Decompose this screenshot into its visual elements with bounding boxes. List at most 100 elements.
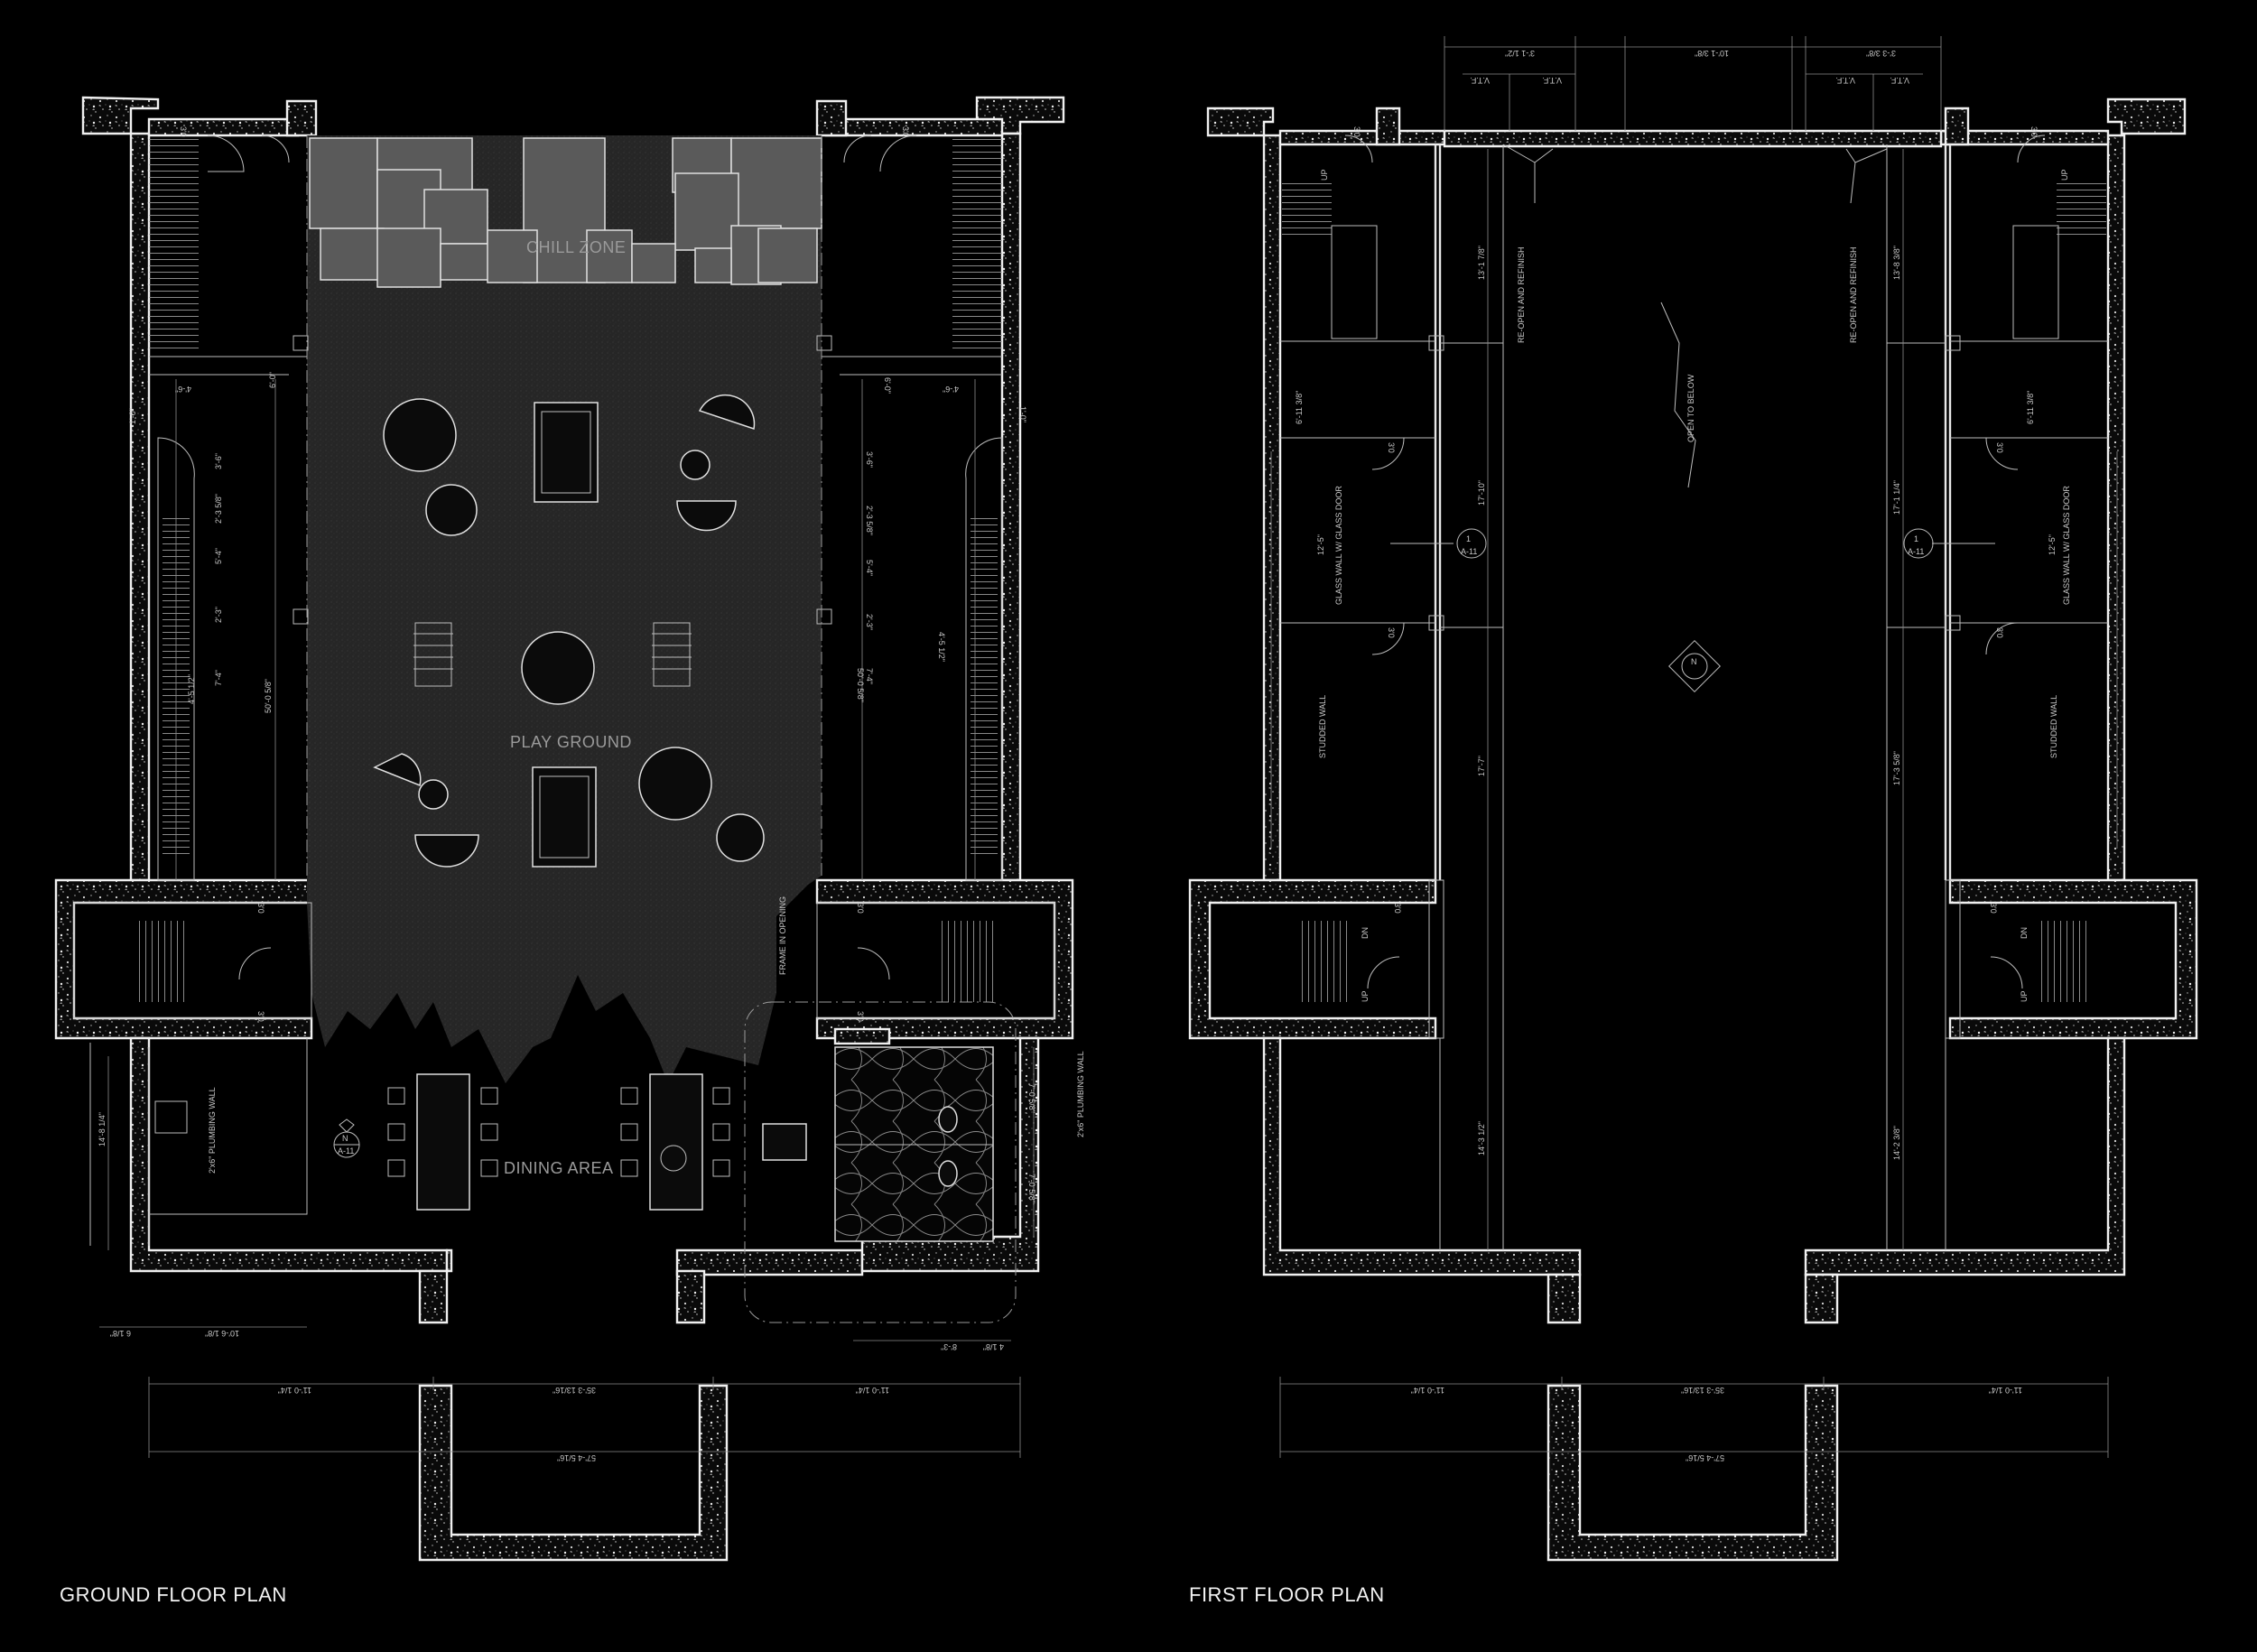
ground-floor-plan-title: GROUND FLOOR PLAN [60,1583,287,1606]
first-dn-right: DN [2020,927,2029,939]
ground-door-label-5: 3'0 [256,1011,265,1022]
ground-side-a: 6'-0" [268,372,277,388]
reopen-right-note: RE-OPEN AND REFINISH [1849,246,1858,343]
first-vtf-left-2: V.T.F. [1542,76,1562,85]
first-north-tag: N [1691,657,1697,666]
ground-right-bath: 8'-3" [941,1342,957,1351]
first-top-center-dim: 10'-1 3/8" [1695,49,1729,58]
ground-section-tag: N A-11 [333,1118,360,1158]
first-door-label-8: 3'0 [1989,903,1998,914]
first-dn-left: DN [1361,927,1370,939]
first-interior-walls [1270,135,2118,1250]
ground-door-label-4: 3'0 [856,903,865,914]
first-door-label-2: 3'0 [2029,126,2039,137]
ground-stair-blocks [73,902,1055,1019]
ground-side-c-right: 3'-6" [865,451,874,468]
playground-furniture [373,394,765,868]
ground-side-bay-right: 11'-0 1/4" [856,1386,889,1395]
first-section-tags: N 1 A-11 1 A-11 [1456,528,1934,692]
first-right-dim-2: 17'-1 1/4" [1892,480,1901,515]
ground-side-h-right: 4'-5 1/2" [937,632,946,662]
first-section-tag-right-bottom: A-11 [1908,547,1924,556]
first-overall-width: 57'-4 5/16" [1686,1453,1724,1462]
dining-area-label: DINING AREA [504,1159,614,1177]
ground-side-b: 4'-6" [175,385,191,394]
first-top-dimensions [1279,36,2109,1458]
studded-wall-left-note: STUDDED WALL [1318,695,1327,758]
first-door-label-4: 3'0 [1995,442,2004,453]
first-left-dim-3: 17'-7" [1477,756,1486,776]
ground-door-label-6: 3'0 [856,1011,865,1022]
first-right-dim-1: 13'-8 3/8" [1892,246,1901,280]
ground-side-h: 4'-5 1/2" [187,674,196,704]
first-up-left-2: UP [1361,990,1370,1002]
first-up-right: UP [2060,169,2069,181]
ground-door-label-2: 3'0 [901,126,910,137]
plumbing-wall-left-note: 2'x6" PLUMBING WALL [208,1087,217,1174]
ground-side-e: 2'-3" [214,607,223,623]
first-vtf-right-2: V.T.F. [1890,76,1909,85]
ground-side-d-right: 1'-0" [1018,406,1027,422]
studded-wall-right-note: STUDDED WALL [2049,695,2058,758]
first-door-label-6: 3'0 [1995,627,2004,638]
dining-area-furniture [89,1038,730,1246]
ground-side-j: 50'-0 5/8" [264,679,273,713]
first-door-label-7: 3'0 [1393,903,1402,914]
first-right-dim-3: 17'-3 5/8" [1892,751,1901,785]
ground-dimension-lines [99,379,1035,1458]
first-door-label-5: 3'0 [1387,627,1396,638]
ground-side-g-right: 7'-4" [865,668,874,684]
ground-left-depth: 14'-8 1/4" [98,1112,107,1146]
ground-door-label-1: 3'0 [179,126,188,137]
first-up-left: UP [1320,169,1329,181]
ground-side-a-right: 6'-0" [883,377,892,394]
first-section-tag-right-top: 1 [1914,534,1918,543]
ground-right-small: 4 1/8" [983,1342,1004,1351]
first-up-right-2: UP [2020,990,2029,1002]
first-center-bay: 35'-3 13/16" [1681,1386,1724,1395]
ground-left-small: 6 1/8" [110,1329,131,1338]
first-top-left-dim: 3'-1 1/2" [1505,49,1535,58]
first-right-dim-4: 14'-2 3/8" [1892,1126,1901,1160]
first-section-tag-left-top: 1 [1466,534,1471,543]
first-room-b-left: 12'-5" [1316,534,1325,555]
chill-zone-label: CHILL ZONE [526,238,626,256]
first-side-bay-right: 11'-0 1/4" [1989,1386,2022,1395]
first-room-b-right: 12'-5" [2048,534,2057,555]
ground-center-bay: 35'-3 13/16" [553,1386,596,1395]
first-left-dim-4: 14'-3 1/2" [1477,1121,1486,1155]
ground-bathroom [744,1001,1017,1323]
ground-side-f-right: 5'-4" [865,560,874,576]
ground-section-tag-bottom: A-11 [338,1146,354,1155]
ground-side-i-right: 2'-3 5/8" [865,506,874,535]
first-floor-plan: RE-OPEN AND REFINISH RE-OPEN AND REFINIS… [1188,36,2198,1562]
ground-exterior-walls [54,96,1074,1562]
open-to-below-note: OPEN TO BELOW [1686,374,1695,442]
ground-side-f: 5'-4" [214,548,223,564]
ground-floor-plan: CHILL ZONE [54,96,1085,1562]
first-vtf-left-1: V.T.F. [1470,76,1490,85]
first-door-label-1: 3'0 [1352,126,1361,137]
first-left-dim-2: 17'-10" [1477,480,1486,506]
ground-side-d: 1'-0" [128,408,137,424]
first-room-a-right: 6'-11 3/8" [2026,391,2035,424]
ground-left-offset: 10'-6 1/8" [205,1329,239,1338]
ground-side-c: 3'-6" [214,453,223,469]
first-door-label-3: 3'0 [1387,442,1396,453]
ground-side-g: 7'-4" [214,670,223,686]
first-side-bay-left: 11'-0 1/4" [1411,1386,1444,1395]
plumbing-wall-right-note: 2'x6" PLUMBING WALL [1076,1051,1085,1137]
frame-in-opening-note: FRAME IN OPENING [778,896,787,975]
ground-side-b-right: 4'-6" [943,385,959,394]
first-top-right-dim: 3'-3 3/8" [1866,49,1896,58]
first-vtf-right-1: V.T.F. [1835,76,1855,85]
ground-side-j-right: 50'-0 5/8" [856,668,865,702]
first-floor-plan-title: FIRST FLOOR PLAN [1189,1583,1385,1606]
ground-columns [293,335,832,625]
glass-wall-left-note: GLASS WALL W/ GLASS DOOR [1334,486,1343,605]
chill-zone-seating [309,137,822,288]
first-notes [1390,144,1995,544]
ground-overall-width: 57'-4 5/16" [557,1453,596,1462]
ground-door-label-3: 3'0 [256,903,265,914]
